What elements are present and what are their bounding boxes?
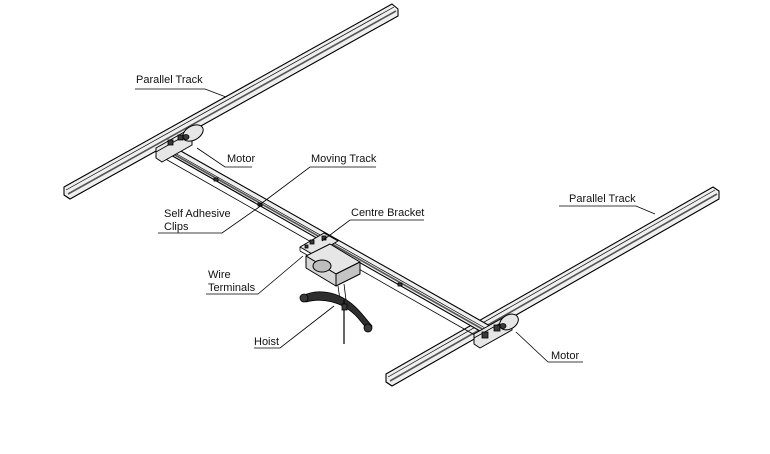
label-hoist: Hoist xyxy=(254,336,279,348)
label-self-adhesive-line2: Clips xyxy=(164,221,189,233)
parallel-track-upper xyxy=(63,3,399,200)
label-self-adhesive-line1: Self Adhesive xyxy=(164,208,231,220)
label-motor-top: Motor xyxy=(227,153,255,165)
leader-lines xyxy=(135,88,656,363)
label-wire-terminals-line2: Terminals xyxy=(208,282,256,294)
label-wire-terminals-line1: Wire xyxy=(208,269,231,281)
label-moving-track: Moving Track xyxy=(311,153,377,165)
label-parallel-track-top: Parallel Track xyxy=(136,74,203,86)
label-motor-bottom: Motor xyxy=(551,350,579,362)
motor-lower-assembly xyxy=(473,313,519,349)
hoist xyxy=(299,283,373,344)
motor-upper-assembly xyxy=(155,124,204,163)
label-centre-bracket: Centre Bracket xyxy=(351,207,424,219)
label-parallel-track-right: Parallel Track xyxy=(569,193,636,205)
parallel-track-lower xyxy=(385,186,720,387)
hoist-unit-box xyxy=(305,243,361,287)
